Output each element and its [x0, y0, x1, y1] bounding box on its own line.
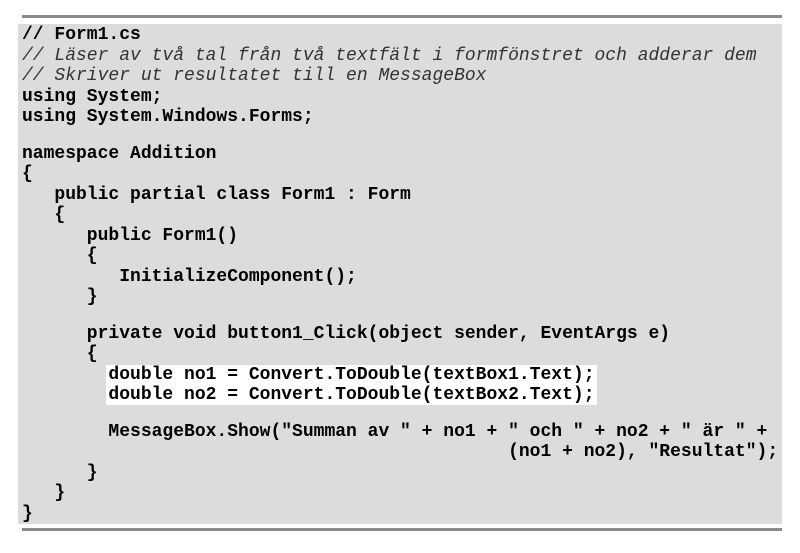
- comment-line: // Skriver ut resultatet till en Message…: [22, 66, 487, 86]
- code-line: }: [22, 483, 66, 503]
- blank-line: [22, 406, 778, 422]
- code-line: namespace Addition: [22, 143, 217, 164]
- highlighted-code: double no1 = Convert.ToDouble(textBox1.T…: [106, 364, 597, 385]
- blank-line: [22, 128, 778, 144]
- code-line: }: [22, 287, 98, 307]
- code-line: }: [22, 503, 33, 524]
- code-listing: // Form1.cs// Läser av två tal från två …: [22, 25, 778, 524]
- code-line: double no2 = Convert.ToDouble(textBox2.T…: [22, 385, 778, 406]
- comment-line: // Läser av två tal från två textfält i …: [22, 45, 757, 66]
- code-line: private void button1_Click(object sender…: [22, 323, 671, 344]
- code-line: public Form1(): [22, 225, 239, 246]
- code-line: {: [22, 344, 98, 364]
- blank-line: [22, 308, 778, 324]
- highlighted-code: double no2 = Convert.ToDouble(textBox2.T…: [106, 385, 597, 405]
- code-line: (no1 + no2), "Resultat");: [22, 442, 779, 462]
- top-rule: [22, 15, 782, 18]
- code-line: InitializeComponent();: [22, 266, 357, 287]
- code-line: {: [22, 205, 66, 225]
- code-line: double no1 = Convert.ToDouble(textBox1.T…: [22, 364, 778, 386]
- code-line: // Form1.cs: [22, 25, 141, 45]
- code-line: using System;: [22, 86, 163, 107]
- bottom-rule: [22, 528, 782, 531]
- code-line: using System.Windows.Forms;: [22, 107, 314, 127]
- code-line: public partial class Form1 : Form: [22, 184, 411, 205]
- code-listing-box: [18, 24, 782, 524]
- code-line: MessageBox.Show("Summan av " + no1 + " o…: [22, 421, 768, 442]
- code-line: {: [22, 246, 98, 266]
- code-line: {: [22, 164, 33, 184]
- code-line: }: [22, 462, 98, 483]
